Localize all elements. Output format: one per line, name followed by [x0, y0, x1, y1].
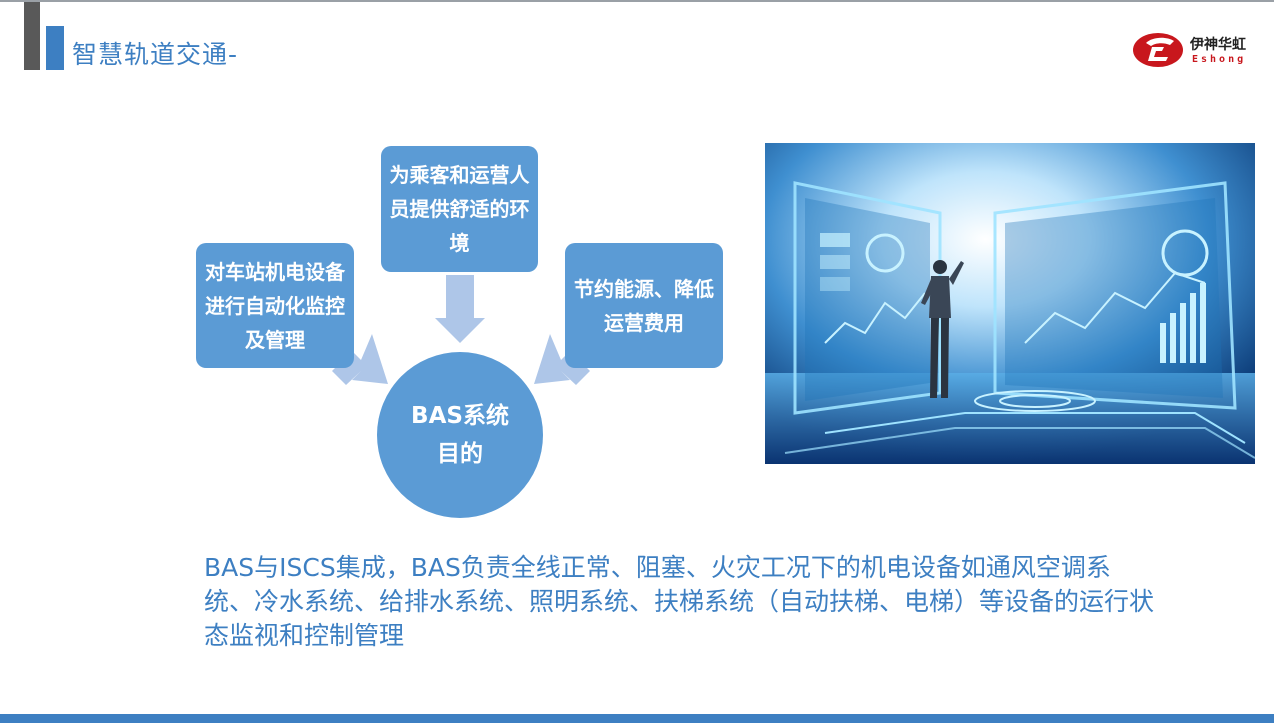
center-text: BAS系统目的	[411, 403, 509, 467]
title-accent-blue	[46, 26, 64, 70]
goal-text-energy: 节约能源、降低运营费用	[574, 276, 714, 335]
top-divider	[0, 0, 1274, 2]
company-logo: 伊神华虹 Eshong	[1132, 30, 1262, 72]
goal-box-automation: 对车站机电设备进行自动化监控及管理	[196, 243, 354, 368]
smart-city-image	[765, 143, 1255, 464]
goal-text-automation: 对车站机电设备进行自动化监控及管理	[205, 259, 345, 352]
title-accent-dark	[24, 2, 40, 70]
center-circle: BAS系统目的	[377, 352, 543, 518]
goal-box-comfort: 为乘客和运营人员提供舒适的环境	[381, 146, 538, 272]
logo-icon	[1133, 33, 1183, 67]
logo-name-en: Eshong	[1192, 54, 1247, 65]
description-text: BAS与ISCS集成，BAS负责全线正常、阻塞、火灾工况下的机电设备如通风空调系…	[204, 553, 1155, 650]
hologram-illustration-icon	[765, 143, 1255, 464]
goal-text-comfort: 为乘客和运营人员提供舒适的环境	[389, 163, 530, 255]
page-title: 智慧轨道交通-	[72, 40, 239, 69]
goal-box-energy: 节约能源、降低运营费用	[565, 243, 723, 368]
footer-bar	[0, 714, 1274, 723]
arrow-down	[435, 275, 485, 343]
logo-name-cn: 伊神华虹	[1190, 37, 1246, 53]
